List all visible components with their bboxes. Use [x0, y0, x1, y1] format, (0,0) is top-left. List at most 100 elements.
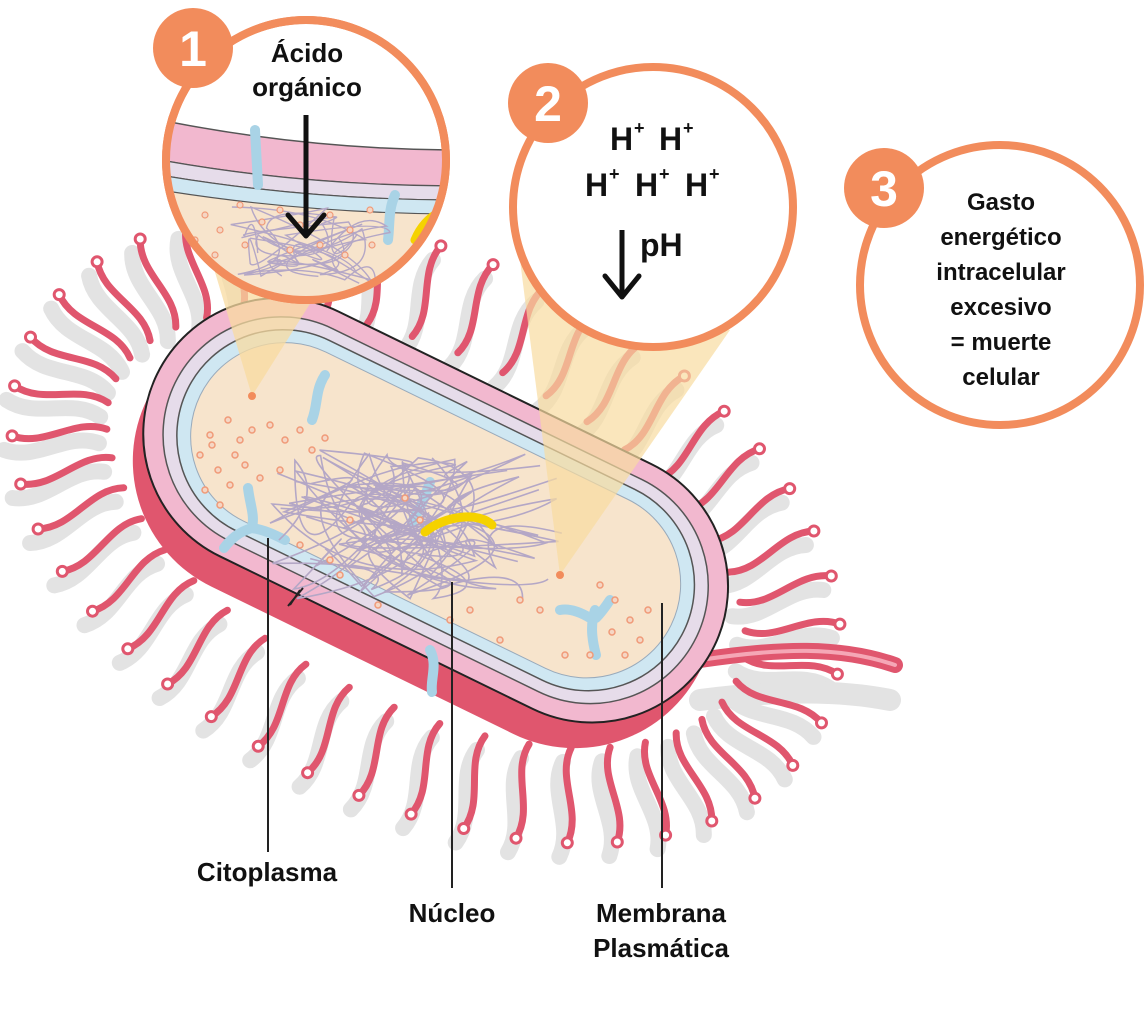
- pilus-shadow: [0, 391, 109, 425]
- pilus-shadow: [81, 267, 151, 363]
- pilus: [34, 484, 128, 533]
- pilus: [707, 485, 794, 545]
- h-ion: H: [635, 167, 658, 203]
- step-3-line: Gasto: [967, 189, 1035, 216]
- pilus-tip: [14, 477, 28, 491]
- ribosome: [236, 436, 244, 444]
- pilus-shadow: [4, 463, 113, 507]
- ribosome: [236, 201, 244, 209]
- inward-arrow-head: [285, 212, 327, 239]
- pilus-shadow: [723, 581, 832, 625]
- pilus-tip: [815, 716, 828, 730]
- ribosome: [636, 636, 644, 644]
- pilus-tip: [31, 522, 45, 536]
- pilus: [640, 738, 670, 839]
- pilus: [736, 572, 835, 607]
- focus-point-1: [248, 392, 256, 400]
- pilus-tip: [610, 835, 624, 849]
- ribosome: [286, 246, 294, 254]
- pilus-tip: [830, 667, 844, 681]
- label-nucleus: Núcleo: [409, 898, 496, 928]
- pilus: [8, 422, 111, 443]
- label-leaders: [267, 538, 663, 888]
- pilus: [460, 732, 489, 832]
- ribosome: [366, 206, 374, 214]
- dna-strand: [269, 449, 464, 558]
- dna-strand: [301, 458, 524, 600]
- ribosome: [226, 481, 234, 489]
- ribosome: [206, 431, 214, 439]
- step-1-number: 1: [179, 21, 207, 77]
- ribosome: [368, 241, 376, 249]
- pilus-tip: [204, 710, 218, 724]
- pilus-shadow: [685, 725, 755, 821]
- pilus-tip: [807, 524, 821, 538]
- pilus-tip: [86, 604, 99, 618]
- ribosome: [536, 606, 544, 614]
- pilus-tip: [251, 739, 265, 753]
- pilus: [454, 261, 497, 357]
- ribosome: [374, 601, 382, 609]
- pilus-shadow: [46, 524, 142, 594]
- pilus-shadow: [706, 708, 793, 788]
- ribosome: [266, 421, 274, 429]
- ribosome: [196, 451, 204, 459]
- ribosome: [644, 606, 652, 614]
- pilus-tip: [786, 758, 800, 772]
- pilus: [124, 577, 198, 653]
- pilus-shadow: [169, 230, 208, 340]
- pilus-tip: [783, 482, 797, 496]
- step-3-line: celular: [962, 364, 1039, 391]
- dna-strand: [272, 449, 425, 591]
- h-ion: H: [685, 167, 708, 203]
- pilus: [11, 382, 112, 407]
- pilus-shadow: [591, 753, 620, 864]
- pilus: [724, 527, 818, 576]
- ribosome: [516, 596, 524, 604]
- ribosome: [296, 541, 304, 549]
- ribosome: [276, 466, 284, 474]
- ribosome: [281, 436, 289, 444]
- pilus: [562, 744, 576, 847]
- pilus-shadow: [0, 432, 107, 461]
- ph-label: pH: [640, 227, 683, 263]
- pilus-tip: [5, 429, 19, 443]
- ribosome: [316, 241, 324, 249]
- pilus: [254, 660, 310, 750]
- step-1-text-line2: orgánico: [252, 72, 362, 102]
- pilus-tip: [301, 766, 315, 780]
- step-1-text-line1: Ácido: [271, 38, 343, 68]
- ribosome: [214, 466, 222, 474]
- ribosome: [231, 451, 239, 459]
- ribosome: [416, 516, 424, 524]
- dna-strand: [375, 460, 496, 600]
- h-ion-charge: +: [659, 164, 670, 184]
- ribosome: [346, 226, 354, 234]
- h-ion: H: [659, 121, 682, 157]
- pilus-shadow: [712, 537, 814, 595]
- pilus: [407, 720, 444, 818]
- dna-strand: [280, 452, 562, 600]
- ribosome: [241, 241, 249, 249]
- pilus: [603, 743, 624, 846]
- pilus-tip: [52, 288, 66, 302]
- ribosome: [216, 226, 224, 234]
- pilus: [698, 715, 759, 802]
- pilus: [55, 291, 134, 362]
- ribosome: [224, 416, 232, 424]
- ribosome: [321, 434, 329, 442]
- pilus-tip: [55, 564, 69, 578]
- ribosome: [586, 651, 594, 659]
- pilus: [408, 242, 445, 340]
- label-membrane-line2: Plasmática: [593, 933, 729, 963]
- pilus: [136, 235, 180, 331]
- pilus-tip: [121, 642, 135, 656]
- focus-point-2: [556, 571, 564, 579]
- ribosome: [626, 616, 634, 624]
- pilus-tip: [90, 255, 104, 269]
- pilus: [718, 698, 797, 769]
- ribosome: [276, 206, 284, 214]
- step-2-number: 2: [534, 76, 562, 132]
- step-3-line: excesivo: [950, 294, 1051, 321]
- ribosome: [326, 211, 334, 219]
